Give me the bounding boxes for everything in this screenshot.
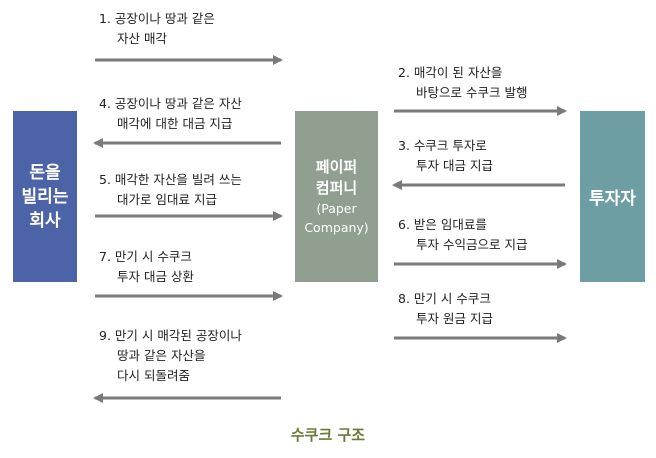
step-1-label: 1. 공장이나 땅과 같은 자산 매각 <box>99 9 215 49</box>
step-9-line-3: 다시 되돌려줌 <box>117 368 190 383</box>
step-7-line-2: 투자 대금 상환 <box>117 269 194 284</box>
step-8-line-1: 8. 만기 시 수쿠크 <box>398 291 491 306</box>
borrower-label-line-1: 돈을 <box>29 162 61 183</box>
step-9-label: 9. 만기 시 매각된 공장이나 땅과 같은 자산을 다시 되돌려줌 <box>99 326 242 386</box>
borrower-company-box: 돈을 빌리는 회사 <box>13 111 77 282</box>
step-7-label: 7. 만기 시 수쿠크 투자 대금 상환 <box>99 247 194 287</box>
step-4-label: 4. 공장이나 땅과 같은 자산 매각에 대한 대금 지급 <box>99 94 242 134</box>
step-5-line-2: 대가로 임대료 지급 <box>117 192 217 207</box>
step-2-label: 2. 매각이 된 자산을 바탕으로 수쿠크 발행 <box>398 63 527 103</box>
step-9-line-1: 9. 만기 시 매각된 공장이나 <box>99 328 242 343</box>
step-3-label: 3. 수쿠크 투자로 투자 대금 지급 <box>398 136 493 176</box>
step-5-line-1: 5. 매각한 자산을 빌려 쓰는 <box>99 172 242 187</box>
investor-box: 투자자 <box>580 111 645 282</box>
diagram-caption: 수쿠크 구조 <box>290 426 366 444</box>
step-6-line-2: 투자 수익금으로 지급 <box>416 237 528 252</box>
step-5-label: 5. 매각한 자산을 빌려 쓰는 대가로 임대료 지급 <box>99 170 242 210</box>
step-2-line-1: 2. 매각이 된 자산을 <box>398 65 503 80</box>
step-2-line-2: 바탕으로 수쿠크 발행 <box>416 85 528 100</box>
investor-label: 투자자 <box>589 189 636 209</box>
paper-label-line-3: (Paper <box>316 200 357 216</box>
step-6-label: 6. 받은 임대료를 투자 수익금으로 지급 <box>398 215 527 255</box>
borrower-label-line-2: 빌리는 <box>21 186 69 207</box>
step-1-line-1: 1. 공장이나 땅과 같은 <box>99 11 215 26</box>
paper-label-line-1: 페이퍼 <box>315 157 358 176</box>
step-4-line-2: 매각에 대한 대금 지급 <box>117 116 233 131</box>
step-1-line-2: 자산 매각 <box>117 31 167 46</box>
step-3-line-1: 3. 수쿠크 투자로 <box>398 138 487 153</box>
borrower-label-line-3: 회사 <box>29 210 61 231</box>
step-9-line-2: 땅과 같은 자산을 <box>117 348 206 363</box>
step-8-label: 8. 만기 시 수쿠크 투자 원금 지급 <box>398 289 493 329</box>
paper-label-line-2: 컴퍼니 <box>315 178 358 197</box>
paper-label-line-4: Company) <box>304 219 369 235</box>
step-6-line-1: 6. 받은 임대료를 <box>398 217 487 232</box>
step-3-line-2: 투자 대금 지급 <box>416 158 493 173</box>
step-4-line-1: 4. 공장이나 땅과 같은 자산 <box>99 96 242 111</box>
step-7-line-1: 7. 만기 시 수쿠크 <box>99 249 192 264</box>
paper-company-box: 페이퍼 컴퍼니 (Paper Company) <box>295 111 378 282</box>
step-8-line-2: 투자 원금 지급 <box>416 311 493 326</box>
